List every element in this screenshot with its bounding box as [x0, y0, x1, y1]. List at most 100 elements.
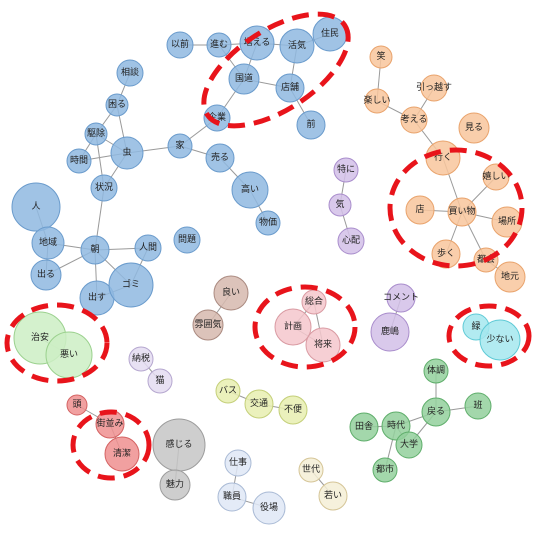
- node-label: 時間: [70, 155, 88, 166]
- node-笑[interactable]: 笑: [369, 45, 393, 69]
- node-朝[interactable]: 朝: [80, 235, 110, 265]
- node-相談[interactable]: 相談: [116, 59, 144, 87]
- node-計画[interactable]: 計画: [274, 308, 312, 346]
- node-企業[interactable]: 企業: [203, 104, 231, 132]
- node-label: コメント: [383, 293, 419, 303]
- node-虫[interactable]: 虫: [110, 136, 144, 170]
- node-label: 嬉しい: [482, 170, 509, 182]
- node-コメント[interactable]: コメント: [383, 283, 419, 313]
- node-楽しい[interactable]: 楽しい: [363, 88, 391, 114]
- node-label: 交通: [250, 397, 268, 409]
- node-circle: [364, 88, 390, 114]
- node-店[interactable]: 店: [405, 195, 435, 225]
- node-街並み[interactable]: 街並み: [95, 409, 125, 439]
- node-label: 役場: [260, 501, 278, 513]
- node-班[interactable]: 班: [464, 392, 492, 420]
- node-label: 人間: [139, 242, 157, 253]
- node-心配[interactable]: 心配: [337, 227, 365, 255]
- node-総合[interactable]: 総合: [301, 289, 327, 315]
- node-人間[interactable]: 人間: [134, 234, 162, 262]
- node-気[interactable]: 気: [328, 193, 352, 217]
- node-circle: [104, 436, 140, 472]
- node-label: 活気: [288, 39, 306, 51]
- node-label: 売る: [211, 151, 229, 163]
- node-circle: [166, 31, 194, 59]
- node-時間[interactable]: 時間: [66, 148, 92, 174]
- node-label: 店: [415, 203, 424, 215]
- node-雰囲気[interactable]: 雰囲気: [192, 309, 224, 341]
- node-高い[interactable]: 高い: [231, 171, 269, 209]
- node-物価[interactable]: 物価: [255, 210, 281, 236]
- node-清潔[interactable]: 清潔: [104, 436, 140, 472]
- node-店舗[interactable]: 店舗: [275, 73, 305, 103]
- node-猫[interactable]: 猫: [147, 368, 173, 394]
- node-悪い[interactable]: 悪い: [45, 331, 93, 379]
- node-label: 引っ越す: [416, 81, 452, 93]
- node-家[interactable]: 家: [167, 133, 193, 159]
- node-label: 総合: [305, 295, 323, 307]
- node-label: 緑: [471, 320, 480, 332]
- node-魅力[interactable]: 魅力: [159, 469, 191, 501]
- node-circle: [421, 397, 451, 427]
- node-将来[interactable]: 将来: [305, 327, 341, 363]
- node-状況[interactable]: 状況: [90, 174, 118, 202]
- node-circle: [90, 174, 118, 202]
- node-嬉しい[interactable]: 嬉しい: [482, 163, 510, 191]
- node-役場[interactable]: 役場: [252, 491, 286, 525]
- node-増える[interactable]: 増える: [239, 25, 275, 61]
- node-前[interactable]: 前: [296, 110, 326, 140]
- node-label: 状況: [95, 181, 113, 193]
- node-考える[interactable]: 考える: [400, 106, 428, 134]
- node-田舎[interactable]: 田舎: [349, 412, 379, 442]
- node-特に[interactable]: 特に: [333, 157, 359, 183]
- node-駆除[interactable]: 駆除: [84, 122, 108, 146]
- node-label: 若い: [324, 489, 342, 501]
- node-人[interactable]: 人: [11, 182, 61, 232]
- node-不便[interactable]: 不便: [278, 395, 308, 425]
- node-label: 朝: [90, 244, 99, 255]
- node-感じる[interactable]: 感じる: [152, 418, 206, 472]
- node-活気[interactable]: 活気: [279, 28, 315, 64]
- node-都市[interactable]: 都市: [372, 457, 398, 483]
- node-交通[interactable]: 交通: [244, 389, 274, 419]
- node-歩く[interactable]: 歩く: [431, 239, 461, 269]
- node-見る[interactable]: 見る: [458, 112, 490, 144]
- node-納税[interactable]: 納税: [128, 346, 154, 372]
- node-circle: [333, 157, 359, 183]
- node-label: 場所: [498, 215, 516, 227]
- node-住民[interactable]: 住民: [312, 16, 348, 52]
- node-circle: [275, 73, 305, 103]
- node-職員[interactable]: 職員: [217, 482, 247, 512]
- node-引っ越す[interactable]: 引っ越す: [416, 74, 452, 102]
- node-出る[interactable]: 出る: [30, 259, 62, 291]
- node-以前[interactable]: 以前: [166, 31, 194, 59]
- node-売る[interactable]: 売る: [205, 143, 235, 173]
- node-困る[interactable]: 困る: [105, 93, 129, 117]
- node-circle: [105, 93, 129, 117]
- node-買い物[interactable]: 買い物: [447, 197, 477, 227]
- node-少ない[interactable]: 少ない: [479, 319, 521, 361]
- node-circle: [110, 136, 144, 170]
- node-ゴミ[interactable]: ゴミ: [108, 262, 154, 308]
- node-若い[interactable]: 若い: [318, 481, 348, 511]
- node-世代[interactable]: 世代: [298, 457, 324, 483]
- node-問題[interactable]: 問題: [173, 226, 201, 254]
- node-国道[interactable]: 国道: [228, 63, 260, 95]
- node-circle: [173, 226, 201, 254]
- node-行く[interactable]: 行く: [425, 140, 461, 176]
- node-進む[interactable]: 進む: [206, 32, 232, 58]
- node-circle: [400, 106, 428, 134]
- node-良い[interactable]: 良い: [213, 275, 249, 311]
- node-鹿嶋[interactable]: 鹿嶋: [370, 312, 410, 352]
- node-label: 駆除: [87, 127, 105, 139]
- node-バス[interactable]: バス: [215, 378, 241, 404]
- node-circle: [159, 469, 191, 501]
- node-地元[interactable]: 地元: [494, 261, 526, 293]
- node-頭[interactable]: 頭: [66, 394, 88, 416]
- node-地域[interactable]: 地域: [31, 226, 65, 260]
- node-大学[interactable]: 大学: [395, 431, 423, 459]
- node-体調[interactable]: 体調: [423, 358, 449, 384]
- node-戻る[interactable]: 戻る: [421, 397, 451, 427]
- node-仕事[interactable]: 仕事: [224, 449, 252, 477]
